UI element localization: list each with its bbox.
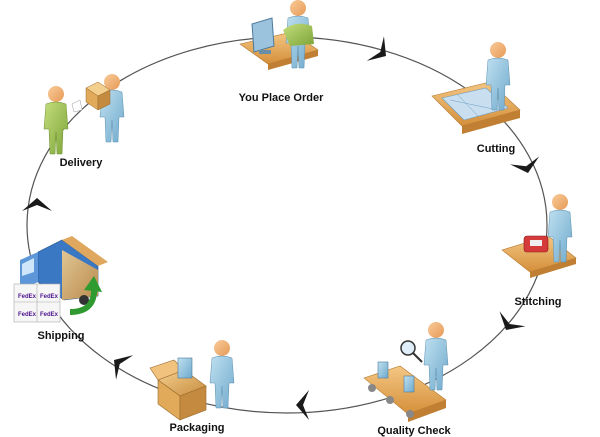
arrow-quality-to-packaging — [296, 390, 309, 420]
step-label-cutting: Cutting — [476, 143, 516, 155]
step-label-quality: Quality Check — [377, 425, 451, 437]
arrow-stitching-to-quality — [493, 311, 526, 338]
step-label-stitching: Stitching — [514, 296, 562, 308]
person-at-cutting-table-icon — [431, 41, 521, 134]
fedex-box-text: FedEx — [40, 294, 59, 300]
fedex-box-text: FedEx — [18, 312, 37, 318]
inspector-with-magnifier-conveyor-icon — [363, 321, 449, 422]
step-label-delivery: Delivery — [59, 157, 103, 169]
two-people-handing-package-icon — [43, 73, 125, 155]
person-packing-box-icon — [149, 339, 235, 421]
step-label-order: You Place Order — [238, 92, 324, 104]
fedex-box-text: FedEx — [40, 312, 59, 318]
fedex-box-text: FedEx — [18, 294, 37, 300]
step-label-shipping: Shipping — [37, 330, 85, 342]
delivery-truck-with-boxes-icon: FedEx FedEx FedEx FedEx — [13, 236, 108, 323]
arrow-shipping-to-delivery — [22, 198, 52, 211]
step-label-packaging: Packaging — [169, 422, 225, 434]
person-at-computer-icon — [239, 0, 319, 70]
person-at-sewing-machine-icon — [501, 193, 577, 278]
